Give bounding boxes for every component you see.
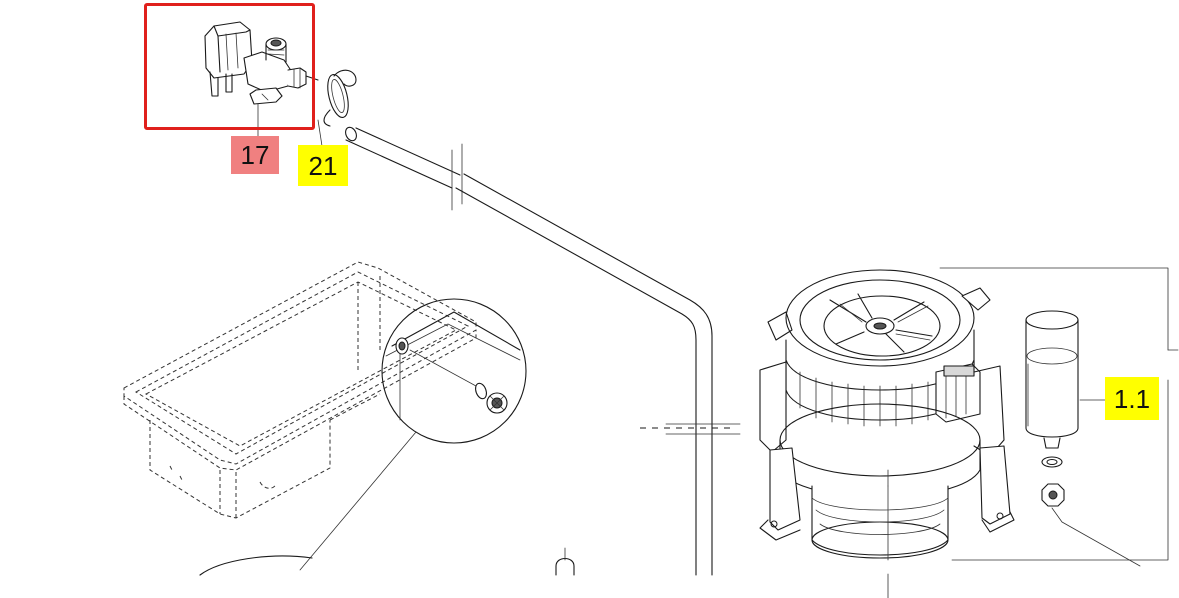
- sump-tray: [123, 261, 477, 519]
- callout-17-label: 17: [240, 140, 270, 170]
- callout-1-1-label: 1.1: [1113, 383, 1151, 414]
- hose: [345, 126, 741, 576]
- pump-motor: [759, 267, 1179, 598]
- callout-17[interactable]: 17: [231, 136, 279, 174]
- detail-magnifier: [299, 298, 527, 571]
- solenoid-valve[interactable]: [204, 21, 319, 105]
- callout-21[interactable]: 21: [298, 145, 348, 186]
- capacitor[interactable]: [1025, 310, 1141, 567]
- callout-21-label: 21: [308, 150, 338, 181]
- callout-1-1[interactable]: 1.1: [1105, 377, 1159, 420]
- hose-clamp[interactable]: [323, 69, 357, 127]
